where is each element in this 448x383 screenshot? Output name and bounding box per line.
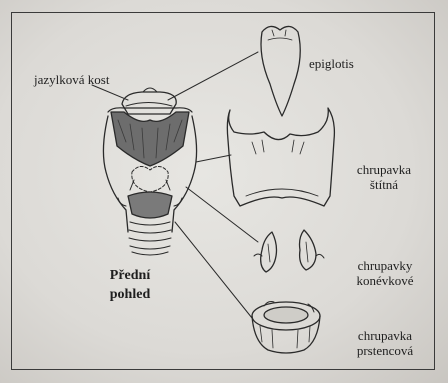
label-arytenoid-line2: konévkové (349, 273, 421, 288)
label-cricoid-line1: chrupavka (349, 328, 421, 343)
label-cricoid-line2: prstencová (349, 343, 421, 358)
label-front-view-line2: pohled (97, 285, 163, 304)
cricoid-cartilage-drawing (252, 302, 320, 354)
label-thyroid: chrupavka štítná (351, 162, 417, 192)
label-hyoid: jazylková kost (34, 72, 109, 87)
label-front-view-line1: Přední (97, 266, 163, 285)
label-front-view: Přední pohled (97, 266, 163, 304)
label-epiglottis: epiglotis (309, 56, 354, 71)
label-thyroid-line1: chrupavka (351, 162, 417, 177)
label-cricoid: chrupavka prstencová (349, 328, 421, 358)
label-arytenoid: chrupavky konévkové (349, 258, 421, 288)
label-arytenoid-line1: chrupavky (349, 258, 421, 273)
label-thyroid-line2: štítná (351, 177, 417, 192)
epiglottis-drawing (261, 26, 300, 116)
arytenoid-cartilages-drawing (254, 230, 324, 272)
larynx-front-view (103, 88, 196, 255)
thyroid-cartilage-drawing (227, 108, 334, 206)
